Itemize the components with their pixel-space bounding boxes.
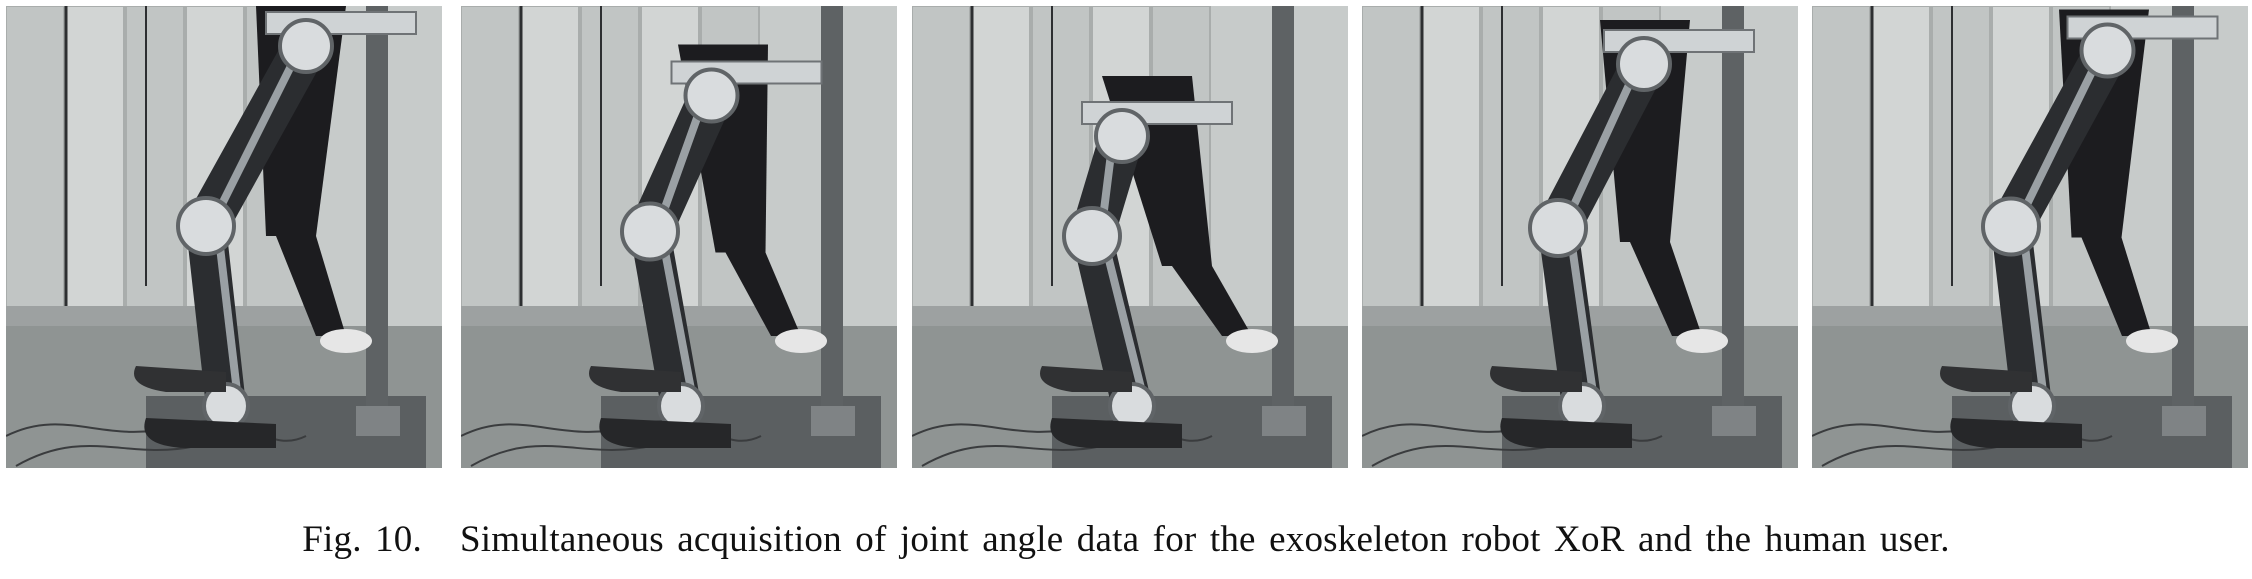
exo-knee-joint [1062,206,1122,266]
user-shin [2081,237,2152,336]
cable [470,445,652,467]
exo-hip-joint [278,18,334,74]
exo-thigh-rail [2017,58,2102,219]
cable [1371,445,1553,467]
photo-illustration [1362,6,1798,468]
exo-foot-rear [1940,366,2032,392]
user-shin [725,252,801,336]
user-shoe [320,329,372,353]
exo-foot-rear [1490,366,1582,392]
user-shoe [2126,329,2178,353]
user-shoe [775,329,827,353]
support-pole [2172,6,2194,426]
exo-hip-joint [1094,108,1150,164]
user-shin [276,236,346,336]
cabinet-panel [6,6,65,327]
user-shoe [1676,329,1728,353]
cable [921,445,1103,467]
figure-caption: Fig. 10. Simultaneous acquisition of join… [0,518,2252,561]
pole-base [811,406,855,436]
exo-thigh-rail [212,54,300,218]
cabinet-panel [65,6,125,327]
cabinet-panel [1481,6,1541,327]
exo-shank-rail [1566,231,1598,401]
pole-base [356,406,400,436]
user-shin [1630,242,1702,336]
pole-base [1262,406,1306,436]
exo-hip-joint [683,67,740,124]
figure-label: Fig. 10. [302,519,422,560]
photo-panel-5 [1812,6,2248,468]
exo-hip-joint [2079,22,2136,79]
cabinet-panel [461,6,520,327]
cabinet-panel [125,6,185,327]
exo-foot-rear [1040,366,1132,392]
exo-foot [144,418,276,448]
support-pole [1722,6,1744,426]
photo-illustration [1812,6,2248,468]
cabinet-panel [1931,6,1991,327]
cabinet-panel [1871,6,1931,327]
cabinet-panel [1031,6,1091,327]
photo-illustration [461,6,897,468]
pole-base [2162,406,2206,436]
exo-foot [1050,418,1182,448]
support-pole [1272,6,1294,426]
figure-image-strip [6,6,2248,468]
cabinet-panel [580,6,640,327]
exo-foot [599,418,731,448]
figure-caption-text: Simultaneous acquisition of joint angle … [459,519,1950,560]
cable [15,445,197,467]
photo-panel-1 [6,6,442,468]
photo-illustration [912,6,1348,468]
cabinet-panel [912,6,971,327]
photo-panel-3 [912,6,1348,468]
exo-knee-joint [1528,198,1588,258]
exo-knee-joint [176,196,236,256]
photo-panel-4 [1362,6,1798,468]
exo-thigh-rail [656,104,706,223]
exo-foot [1950,418,2082,448]
cable [1821,445,2003,467]
cabinet-panel [1362,6,1421,327]
exo-knee-joint [620,201,680,262]
user-shin [1172,266,1252,336]
support-pole [821,6,843,426]
exo-foot-rear [589,366,681,392]
exo-shank-rail [1100,239,1148,401]
cabinet-panel [1421,6,1481,327]
exo-foot-rear [134,366,226,392]
exo-thigh-rail [1564,72,1638,220]
user-shoe [1226,329,1278,353]
cabinet-panel [971,6,1031,327]
exo-shank-rail [658,234,697,401]
exo-foot [1500,418,1632,448]
exo-hip-joint [1616,36,1672,92]
photo-panel-2 [461,6,897,468]
photo-illustration [6,6,442,468]
support-pole [366,6,388,426]
cabinet-panel [520,6,580,327]
exo-shank-rail [214,229,242,401]
exo-knee-joint [1981,196,2041,257]
pole-base [1712,406,1756,436]
exo-shank-rail [2019,230,2048,401]
cabinet-panel [1812,6,1871,327]
